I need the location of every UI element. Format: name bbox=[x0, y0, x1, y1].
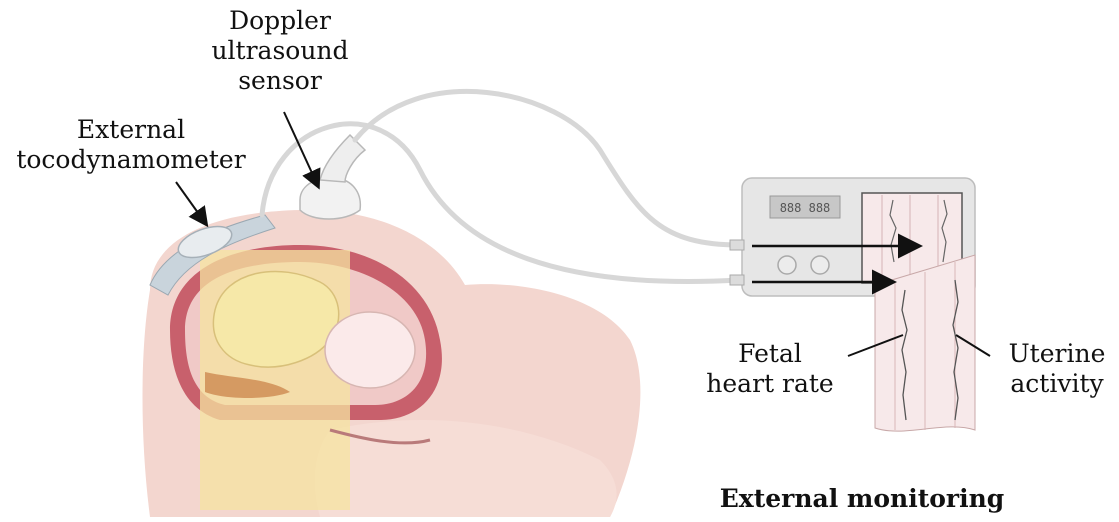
uterine-label: Uterine activity bbox=[1002, 339, 1112, 399]
monitor-knob-2 bbox=[811, 256, 829, 274]
monitor-knob-1 bbox=[778, 256, 796, 274]
cable-doppler bbox=[355, 91, 740, 245]
doppler-label: Doppler ultrasound sensor bbox=[205, 6, 355, 96]
fetus-head bbox=[325, 312, 415, 388]
fetal-label-line2: heart rate bbox=[700, 369, 840, 399]
connector-1 bbox=[730, 240, 744, 250]
toco-label-line1: External bbox=[6, 115, 256, 145]
uterine-label-line1: Uterine bbox=[1002, 339, 1112, 369]
connector-2 bbox=[730, 275, 744, 285]
doppler-label-line3: sensor bbox=[205, 66, 355, 96]
monitor-display-text: 888 888 bbox=[780, 201, 831, 215]
pointer-toco bbox=[176, 182, 206, 224]
fetal-label-line1: Fetal bbox=[700, 339, 840, 369]
caption: External monitoring bbox=[712, 484, 1012, 514]
uterine-label-line2: activity bbox=[1002, 369, 1112, 399]
fetal-label: Fetal heart rate bbox=[700, 339, 840, 399]
toco-label: External tocodynamometer bbox=[6, 115, 256, 175]
abdomen bbox=[143, 210, 641, 517]
doppler-label-line1: Doppler bbox=[205, 6, 355, 36]
toco-label-line2: tocodynamometer bbox=[6, 145, 256, 175]
doppler-transducer bbox=[300, 135, 365, 219]
doppler-label-line2: ultrasound bbox=[205, 36, 355, 66]
